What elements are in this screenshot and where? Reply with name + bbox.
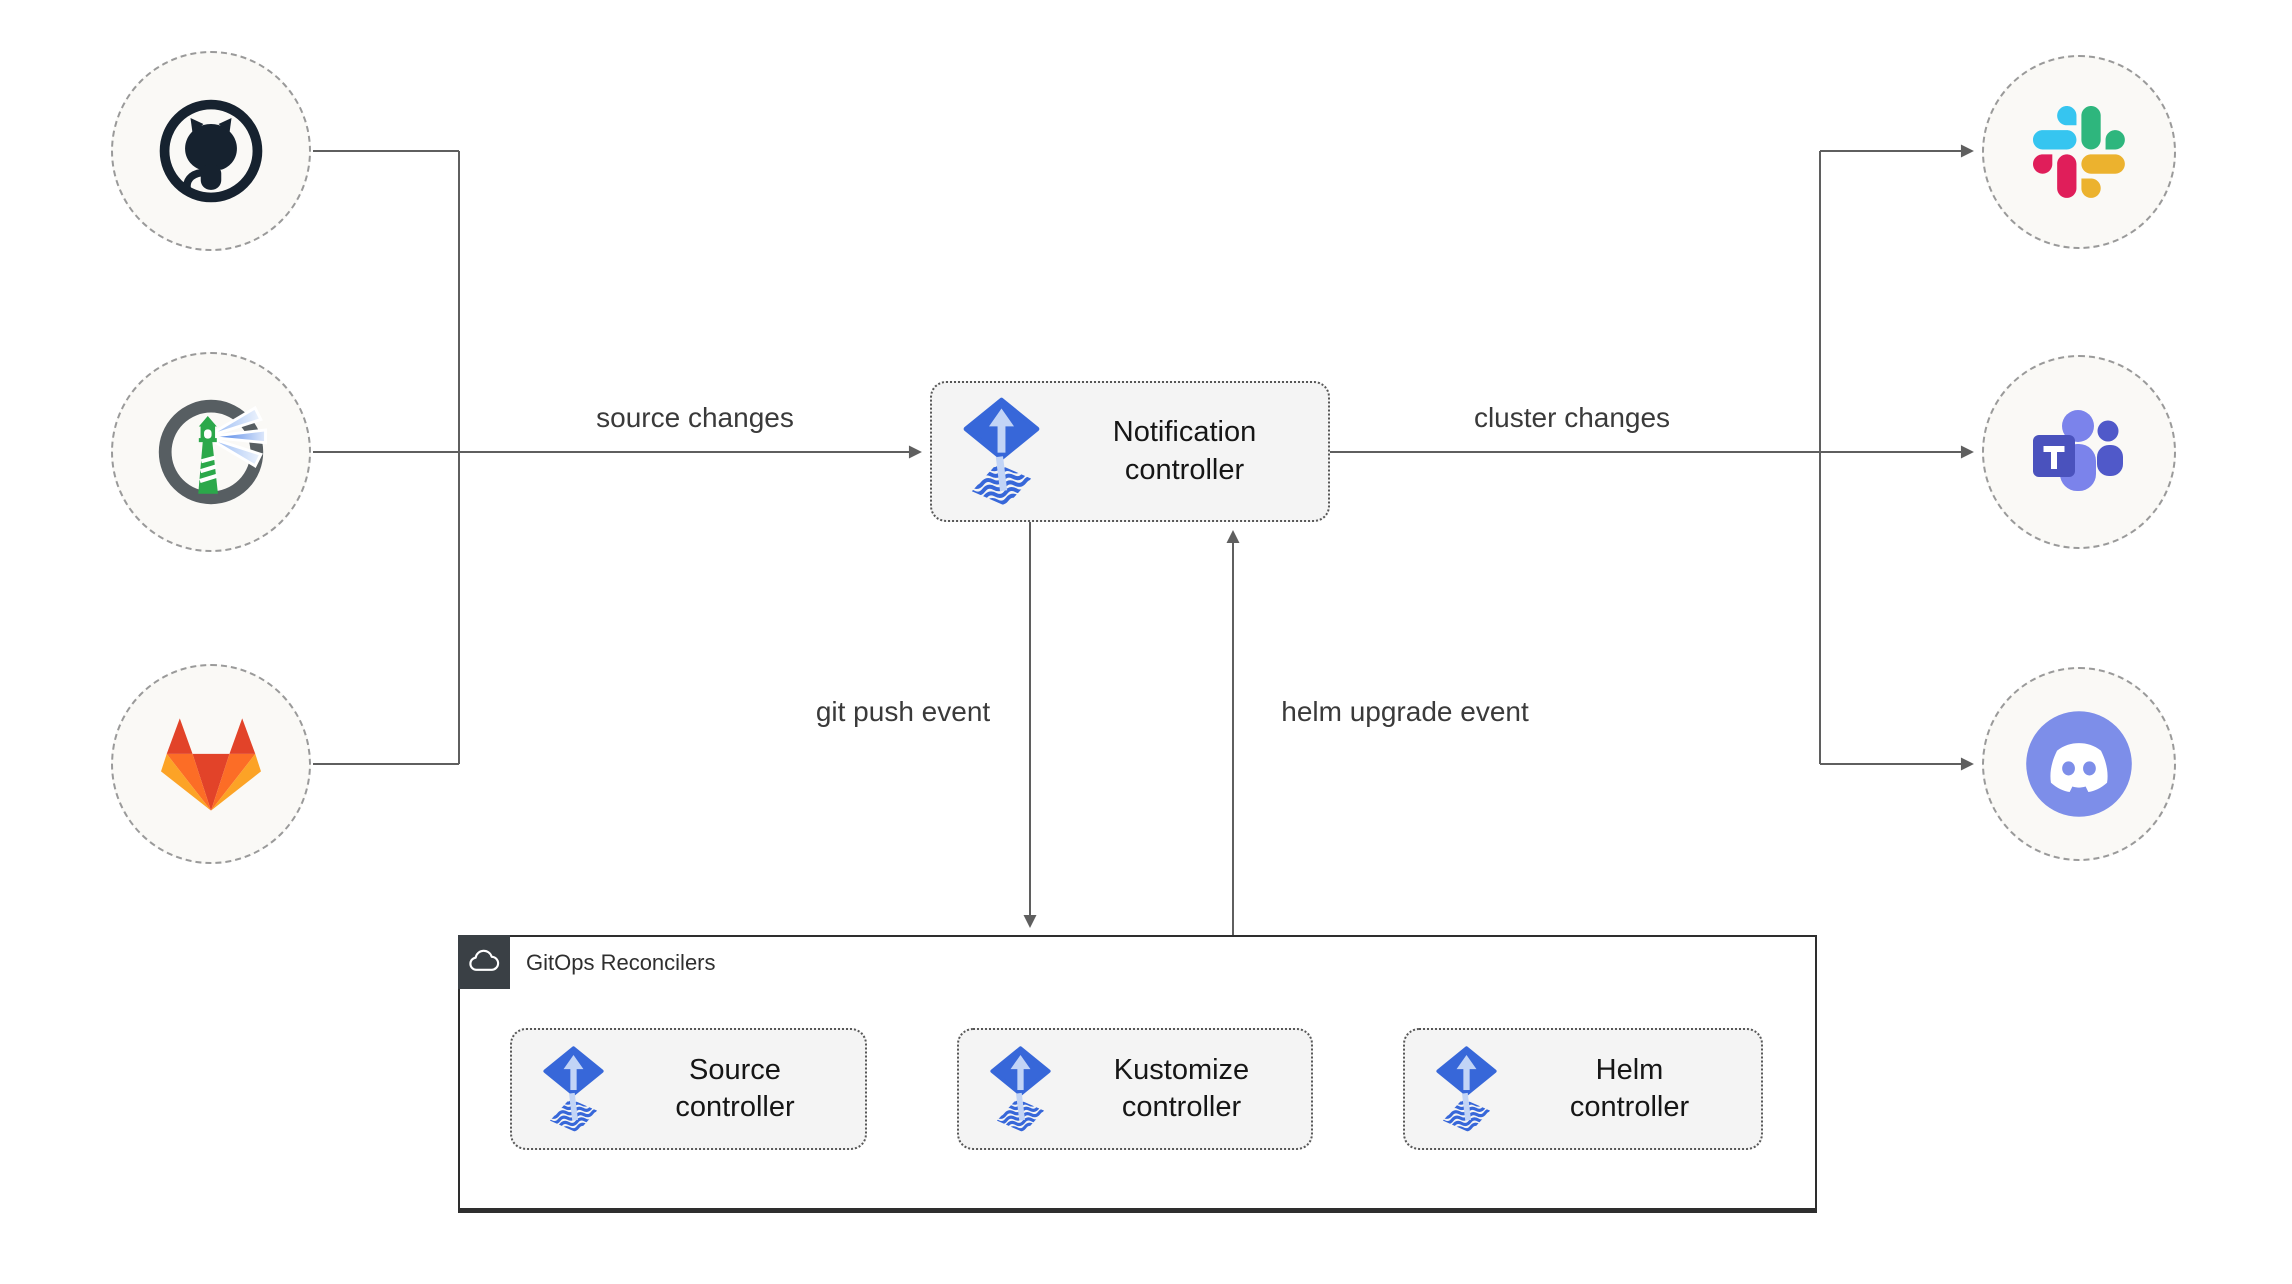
node-source-controller: Source controller	[510, 1028, 867, 1150]
source-controller-label: Source controller	[675, 1053, 795, 1123]
node-kustomize-controller: Kustomize controller	[957, 1028, 1313, 1150]
node-discord	[1982, 667, 2176, 861]
node-github	[111, 51, 311, 251]
flux-icon	[1435, 1045, 1498, 1134]
edge-label-cluster-changes: cluster changes	[1473, 402, 1671, 433]
node-harbor	[111, 352, 311, 552]
node-teams	[1982, 355, 2176, 549]
kustomize-controller-label: Kustomize controller	[1113, 1053, 1250, 1123]
discord-icon	[2024, 709, 2134, 819]
node-slack	[1982, 55, 2176, 249]
harbor-icon	[153, 394, 269, 510]
cloud-icon	[467, 945, 501, 979]
helm-controller-label: Helm controller	[1569, 1053, 1690, 1123]
flux-icon	[542, 1045, 605, 1134]
microsoft-teams-icon	[2027, 404, 2131, 500]
flux-icon	[962, 396, 1041, 508]
gitlab-icon	[159, 715, 263, 813]
notification-controller-label: Notification controller	[1112, 416, 1257, 486]
container-title: GitOps Reconcilers	[526, 950, 716, 975]
edge-label-source-changes: source changes	[596, 402, 794, 433]
github-icon	[157, 97, 265, 205]
node-gitlab	[111, 664, 311, 864]
flux-icon	[989, 1045, 1052, 1134]
edge-label-git-push-event: git push event	[815, 696, 991, 727]
edge-label-helm-upgrade-event: helm upgrade event	[1281, 696, 1529, 727]
slack-icon	[2033, 106, 2125, 198]
node-notification-controller: Notification controller	[930, 381, 1330, 522]
node-helm-controller: Helm controller	[1403, 1028, 1763, 1150]
container-badge	[458, 935, 510, 989]
